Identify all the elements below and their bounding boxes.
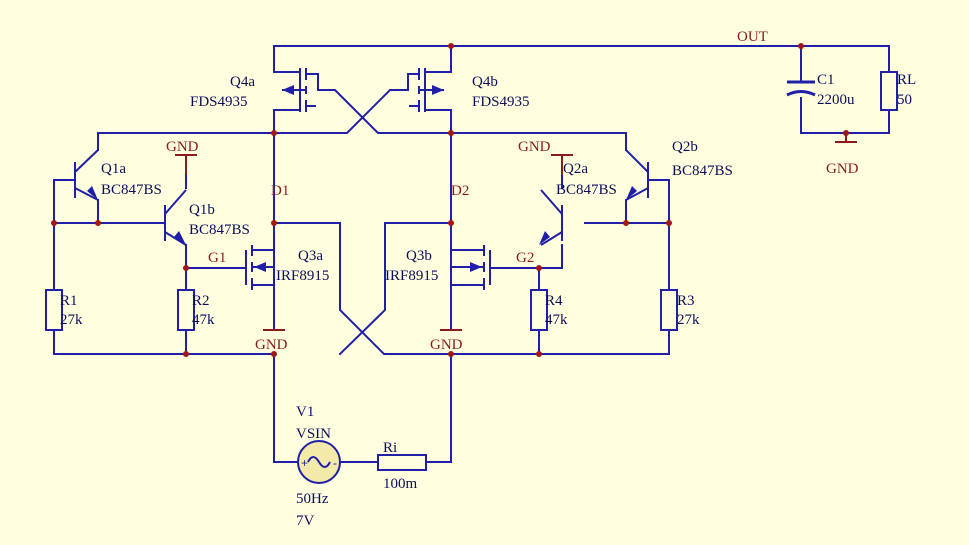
net-label-gnd-c1: GND — [826, 161, 859, 177]
net-label-d1: D1 — [271, 183, 289, 199]
rl-ref: RL — [897, 72, 916, 88]
q4b-ref: Q4b — [472, 74, 498, 90]
r3-resistor — [660, 289, 678, 331]
v1-freq: 50Hz — [296, 491, 329, 507]
r1-ref: R1 — [60, 293, 78, 309]
v1-ref: V1 — [296, 404, 314, 420]
wires — [53, 45, 890, 463]
r4-value: 47k — [545, 312, 568, 328]
net-label-d2: D2 — [451, 183, 469, 199]
v1-amplitude: 7V — [296, 513, 315, 529]
q3a-value: IRF8915 — [276, 268, 329, 284]
q2b-ref: Q2b — [672, 139, 698, 155]
rl-value: 50 — [897, 92, 912, 108]
ri-ref: Ri — [383, 440, 397, 456]
r2-resistor — [177, 289, 195, 331]
q4b-value: FDS4935 — [472, 94, 530, 110]
q3b-ref: Q3b — [406, 248, 432, 264]
c1-value: 2200u — [817, 92, 855, 108]
q4a-ref: Q4a — [230, 74, 255, 90]
net-label-gnd-q2: GND — [518, 139, 551, 155]
q4b-mosfet-symbol — [407, 68, 451, 112]
net-label-g2: G2 — [516, 250, 534, 266]
net-label-g1: G1 — [208, 250, 226, 266]
net-label-gnd-q3b: GND — [430, 337, 463, 353]
q3b-mosfet-symbol — [451, 245, 491, 290]
q1a-bjt-symbol — [74, 149, 99, 201]
q2a-ref: Q2a — [563, 161, 588, 177]
q1a-ref: Q1a — [101, 161, 126, 177]
q1a-value: BC847BS — [101, 182, 162, 198]
r4-resistor — [530, 289, 548, 331]
r3-ref: R3 — [677, 293, 695, 309]
q3a-mosfet-symbol — [245, 245, 274, 290]
q2a-value: BC847BS — [556, 182, 617, 198]
q1b-bjt-symbol — [164, 189, 187, 246]
q4a-mosfet-symbol — [274, 68, 319, 112]
net-label-gnd-q1: GND — [166, 139, 199, 155]
r1-value: 27k — [60, 312, 83, 328]
q1b-ref: Q1b — [189, 202, 215, 218]
r2-value: 47k — [192, 312, 215, 328]
junctions — [51, 43, 849, 357]
q2b-value: BC847BS — [672, 163, 733, 179]
rl-resistor — [880, 71, 898, 111]
ri-resistor — [377, 454, 427, 471]
svg-text:-: - — [333, 456, 337, 470]
c1-capacitor — [786, 80, 816, 97]
q3a-ref: Q3a — [298, 248, 323, 264]
c1-ref: C1 — [817, 72, 835, 88]
q3b-value: IRF8915 — [385, 268, 438, 284]
net-label-gnd-q3a: GND — [255, 337, 288, 353]
v1-sine-source: + - — [297, 440, 341, 484]
q2a-bjt-symbol — [539, 189, 563, 246]
svg-text:+: + — [301, 456, 308, 470]
ri-value: 100m — [383, 476, 418, 492]
r2-ref: R2 — [192, 293, 210, 309]
r4-ref: R4 — [545, 293, 563, 309]
q1b-value: BC847BS — [189, 222, 250, 238]
gnd-symbols — [175, 134, 857, 331]
r1-resistor — [45, 289, 63, 331]
q2b-bjt-symbol — [625, 149, 649, 201]
q4a-value: FDS4935 — [190, 94, 248, 110]
v1-type: VSIN — [296, 426, 331, 442]
net-label-out: OUT — [737, 29, 768, 45]
r3-value: 27k — [677, 312, 700, 328]
